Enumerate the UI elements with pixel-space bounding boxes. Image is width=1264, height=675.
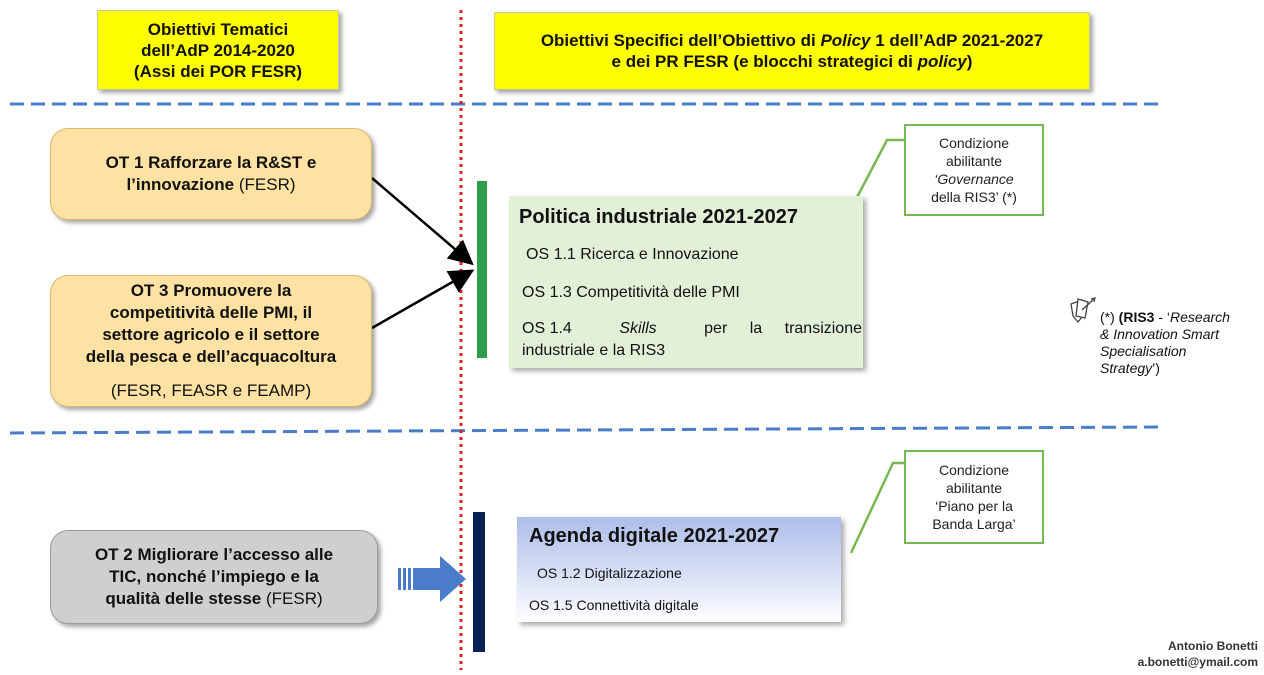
ot2-line2: TIC, nonché l’impiego e la [109, 567, 319, 586]
ot2-line3: qualità delle stesse (FESR) [105, 589, 323, 608]
agenda-panel: Agenda digitale 2021-2027 OS 1.2 Digital… [517, 517, 841, 622]
header-right-line2: e dei PR FESR (e blocchi strategici di p… [611, 52, 973, 71]
ot2-line1: OT 2 Migliorare l’accesso alle [94, 545, 334, 564]
ot3-line2: competitività delle PMI, il [109, 303, 313, 322]
arrow-ot1 [371, 177, 474, 266]
cond1-line4: della RIS3’ (*) [931, 189, 1017, 205]
ris3-note: (*) (RIS3 - ‘Research & Innovation Smart… [1100, 309, 1260, 377]
ot3-box: OT 3 Promuovere la competitività delle P… [50, 275, 372, 407]
ris3-note-line2: & Innovation Smart [1100, 326, 1220, 342]
agenda-title: Agenda digitale 2021-2027 [529, 525, 780, 547]
ris3-note-line1: (*) (RIS3 - ‘Research [1100, 309, 1230, 325]
os-1-4: OS 1.4 Skills per la transizione industr… [522, 320, 862, 359]
header-left-line1: Obiettivi Tematici [147, 19, 289, 39]
cond2-line4: Banda Larga’ [932, 516, 1016, 532]
author-email: a.bonetti@ymail.com [1137, 655, 1258, 669]
cond2-line2: abilitante [945, 480, 1003, 496]
condition-box-ris3: Condizione abilitante ‘Governance della … [904, 124, 1044, 216]
header-left-line2: dell’AdP 2014-2020 [141, 40, 295, 60]
callout-line-2 [849, 461, 904, 554]
politica-panel: Politica industriale 2021-2027 OS 1.1 Ri… [509, 196, 863, 368]
os-1-2: OS 1.2 Digitalizzazione [537, 565, 682, 581]
cond2-line3: ‘Piano per la [935, 498, 1013, 514]
author-credit: Antonio Bonetti a.bonetti@ymail.com [1138, 638, 1258, 670]
cond2-line1: Condizione [938, 462, 1010, 478]
ot3-line3: settore agricolo e il settore [102, 325, 320, 344]
cond1-line2: abilitante [945, 153, 1003, 169]
condition-box-banda-larga: Condizione abilitante ‘Piano per la Band… [904, 450, 1044, 544]
header-right-line1: Obiettivi Specifici dell’Obiettivo di Po… [540, 31, 1044, 50]
navy-bar [473, 512, 485, 652]
header-left: Obiettivi Tematici dell’AdP 2014-2020 (A… [97, 10, 339, 90]
ot3-line1: OT 3 Promuovere la [130, 281, 292, 300]
block-arrow-icon [398, 556, 466, 602]
ot3-line4: della pesca e dell’acquacoltura [85, 347, 337, 366]
os-1-4-line2: industriale e la RIS3 [522, 342, 666, 359]
cond1-line1: Condizione [938, 135, 1010, 151]
ot1-line1: OT 1 Rafforzare la R&ST e [105, 153, 317, 172]
ot1-line2: l’innovazione (FESR) [126, 175, 296, 194]
os-1-3: OS 1.3 Competitività delle PMI [522, 284, 740, 301]
author-name: Antonio Bonetti [1168, 639, 1258, 653]
politica-title: Politica industriale 2021-2027 [519, 206, 799, 228]
cond1-line3: ‘Governance [934, 171, 1014, 187]
green-bar [477, 181, 487, 358]
ot3-funds: (FESR, FEASR e FEAMP) [110, 381, 312, 400]
ot1-box: OT 1 Rafforzare la R&ST e l’innovazione … [50, 128, 372, 220]
middle-divider [9, 425, 1161, 435]
ris3-note-line3: Specialisation [1100, 343, 1187, 359]
note-icon [1070, 297, 1096, 324]
header-right: Obiettivi Specifici dell’Obiettivo di Po… [494, 12, 1090, 90]
header-left-line3: (Assi dei POR FESR) [133, 61, 303, 81]
arrow-ot3 [371, 269, 475, 330]
ris3-note-line4: Strategy’) [1100, 360, 1160, 376]
os-1-5: OS 1.5 Connettività digitale [529, 597, 699, 613]
os-1-1: OS 1.1 Ricerca e Innovazione [526, 246, 739, 263]
ot2-box: OT 2 Migliorare l’accesso alle TIC, nonc… [50, 530, 378, 624]
